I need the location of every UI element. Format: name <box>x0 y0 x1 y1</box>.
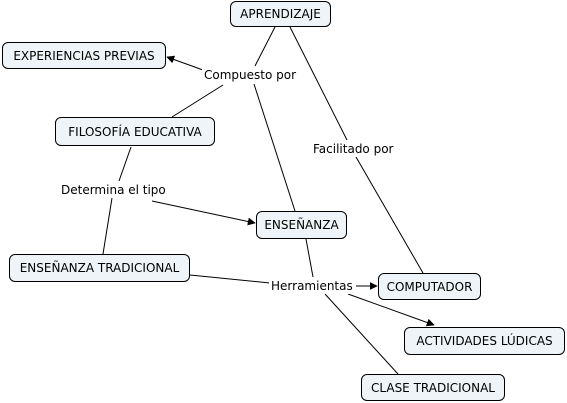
edge-herramientas-actividades <box>347 293 435 327</box>
node-filosofia-educativa[interactable]: FILOSOFÍA EDUCATIVA <box>55 117 215 146</box>
edge-ensenanza-herramientas <box>305 238 314 278</box>
node-computador[interactable]: COMPUTADOR <box>378 273 481 300</box>
node-experiencias-previas[interactable]: EXPERIENCIAS PREVIAS <box>2 42 166 69</box>
edge-facilitado-computador <box>355 156 424 274</box>
node-ensenanza-tradicional[interactable]: ENSEÑANZA TRADICIONAL <box>9 254 190 282</box>
node-ensenanza[interactable]: ENSEÑANZA <box>256 211 347 239</box>
edge-determina-ensenanza <box>151 200 256 226</box>
edge-tradicional-herramientas <box>189 274 271 284</box>
link-determina-el-tipo[interactable]: Determina el tipo <box>59 182 168 198</box>
edge-aprendizaje-compuesto <box>254 26 276 67</box>
edge-compuesto-ensenanza <box>253 83 296 212</box>
link-herramientas[interactable]: Herramientas <box>269 278 355 294</box>
edge-compuesto-experiencias <box>166 55 204 71</box>
link-facilitado-por[interactable]: Facilitado por <box>311 141 396 157</box>
link-compuesto-por[interactable]: Compuesto por <box>202 67 299 83</box>
edge-filosofia-determina <box>118 146 132 182</box>
edge-aprendizaje-facilitado <box>289 26 348 141</box>
edge-herramientas-clase <box>324 293 399 375</box>
edge-compuesto-filosofia <box>171 84 224 118</box>
edge-determina-tradicional <box>102 197 113 255</box>
node-aprendizaje[interactable]: APRENDIZAJE <box>230 1 331 27</box>
node-actividades-ludicas[interactable]: ACTIVIDADES LÚDICAS <box>404 327 565 355</box>
node-clase-tradicional[interactable]: CLASE TRADICIONAL <box>361 374 505 401</box>
